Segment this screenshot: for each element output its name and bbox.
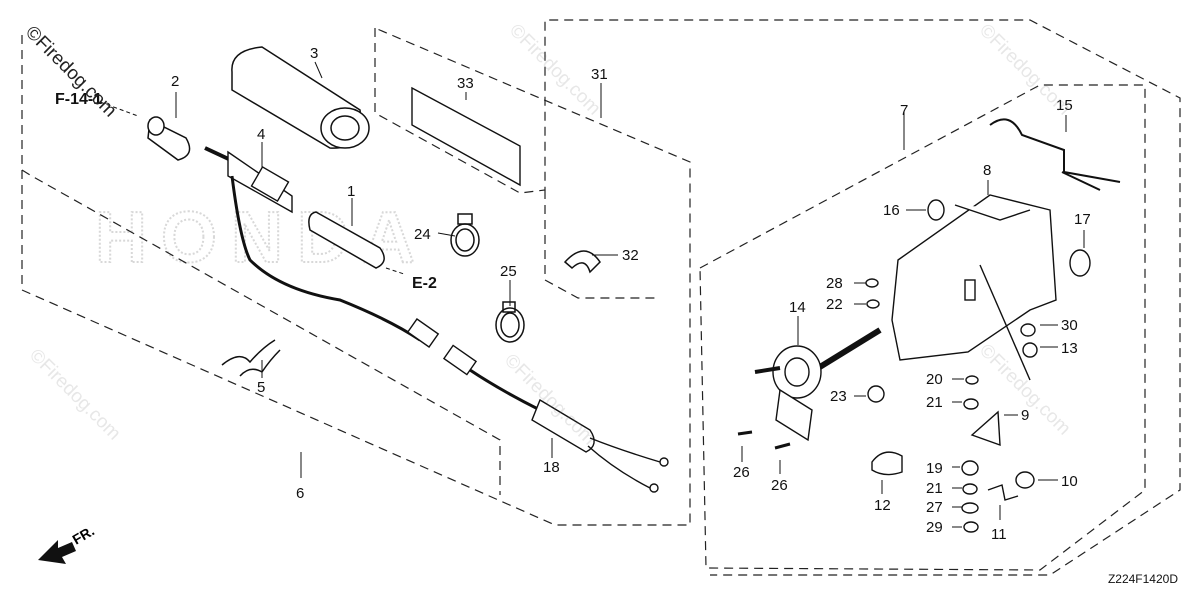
part-label-20: 20	[926, 371, 943, 388]
rod-11	[987, 484, 1019, 501]
part-label-14: 14	[789, 299, 806, 316]
washer-21a	[963, 398, 979, 410]
part-label-16: 16	[883, 202, 900, 219]
washer-30	[1020, 323, 1036, 337]
part-label-33: 33	[457, 75, 474, 92]
part-label-24: 24	[414, 226, 431, 243]
part-label-32: 32	[622, 247, 639, 264]
part-label-26a: 26	[733, 464, 750, 481]
boundary-middle	[374, 19, 1181, 576]
part-label-11: 11	[991, 526, 1007, 543]
part-label-5: 5	[257, 379, 266, 396]
washer-13	[1022, 342, 1038, 358]
screws-part	[737, 430, 791, 450]
group-boundaries	[21, 19, 1181, 576]
band-part	[563, 250, 601, 274]
tube-part	[308, 211, 385, 269]
lever-9	[970, 410, 1001, 447]
joint-12	[871, 451, 903, 476]
washer-22	[866, 299, 880, 309]
fr-arrow-icon	[38, 540, 76, 564]
boundary-middle-inner	[544, 190, 655, 299]
part-label-15: 15	[1056, 97, 1073, 114]
bracket-part	[891, 194, 1057, 381]
spring-rod-part	[989, 118, 1121, 191]
clip-28	[865, 278, 879, 288]
part-label-3: 3	[310, 45, 319, 62]
leader-lines	[99, 61, 1085, 528]
nut-29	[963, 521, 979, 533]
part-label-4: 4	[257, 126, 266, 143]
part-label-30: 30	[1061, 317, 1078, 334]
nut-19	[961, 460, 979, 476]
part-label-7: 7	[900, 102, 909, 119]
motor-part	[754, 327, 882, 442]
part-label-2: 2	[171, 73, 180, 90]
part-label-31: 31	[591, 66, 608, 83]
washer-27	[961, 502, 979, 514]
clamp-24	[450, 213, 480, 257]
part-label-19: 19	[926, 460, 943, 477]
part-label-13: 13	[1061, 340, 1078, 357]
part-label-28: 28	[826, 275, 843, 292]
drawing-code: Z224F1420D	[1107, 572, 1178, 586]
boundary-left	[21, 27, 691, 526]
grommet-16	[927, 199, 945, 221]
part-label-26b: 26	[771, 477, 788, 494]
small-hardware	[865, 199, 1091, 533]
washer-21b	[962, 483, 978, 495]
part-label-10: 10	[1061, 473, 1078, 490]
part-label-18: 18	[543, 459, 560, 476]
part-label-21b: 21	[926, 480, 943, 497]
part-label-27: 27	[926, 499, 943, 516]
wire-clip-part	[221, 339, 281, 377]
boundary-left-inner	[21, 169, 501, 495]
part-label-21a: 21	[926, 394, 943, 411]
ref-e2: E-2	[412, 275, 437, 292]
part-label-22: 22	[826, 296, 843, 313]
part-label-12: 12	[874, 497, 891, 514]
washer-20	[965, 375, 979, 385]
part-label-1: 1	[347, 183, 356, 200]
nut-23	[867, 385, 885, 403]
part-label-8: 8	[983, 162, 992, 179]
part-label-29: 29	[926, 519, 943, 536]
label-part	[411, 86, 521, 187]
valve-part	[204, 146, 440, 348]
part-label-6: 6	[296, 485, 305, 502]
harness-part	[442, 344, 669, 493]
clamp-25	[495, 301, 525, 343]
ref-f14-1: F-14-1	[55, 91, 103, 108]
part-label-17: 17	[1074, 211, 1091, 228]
part-label-9: 9	[1021, 407, 1030, 424]
part-label-23: 23	[830, 388, 847, 405]
part-label-25: 25	[500, 263, 517, 280]
nut-10	[1015, 471, 1035, 489]
collar-part	[147, 116, 191, 161]
sleeve-part	[231, 46, 370, 149]
grommet-17	[1069, 249, 1091, 277]
